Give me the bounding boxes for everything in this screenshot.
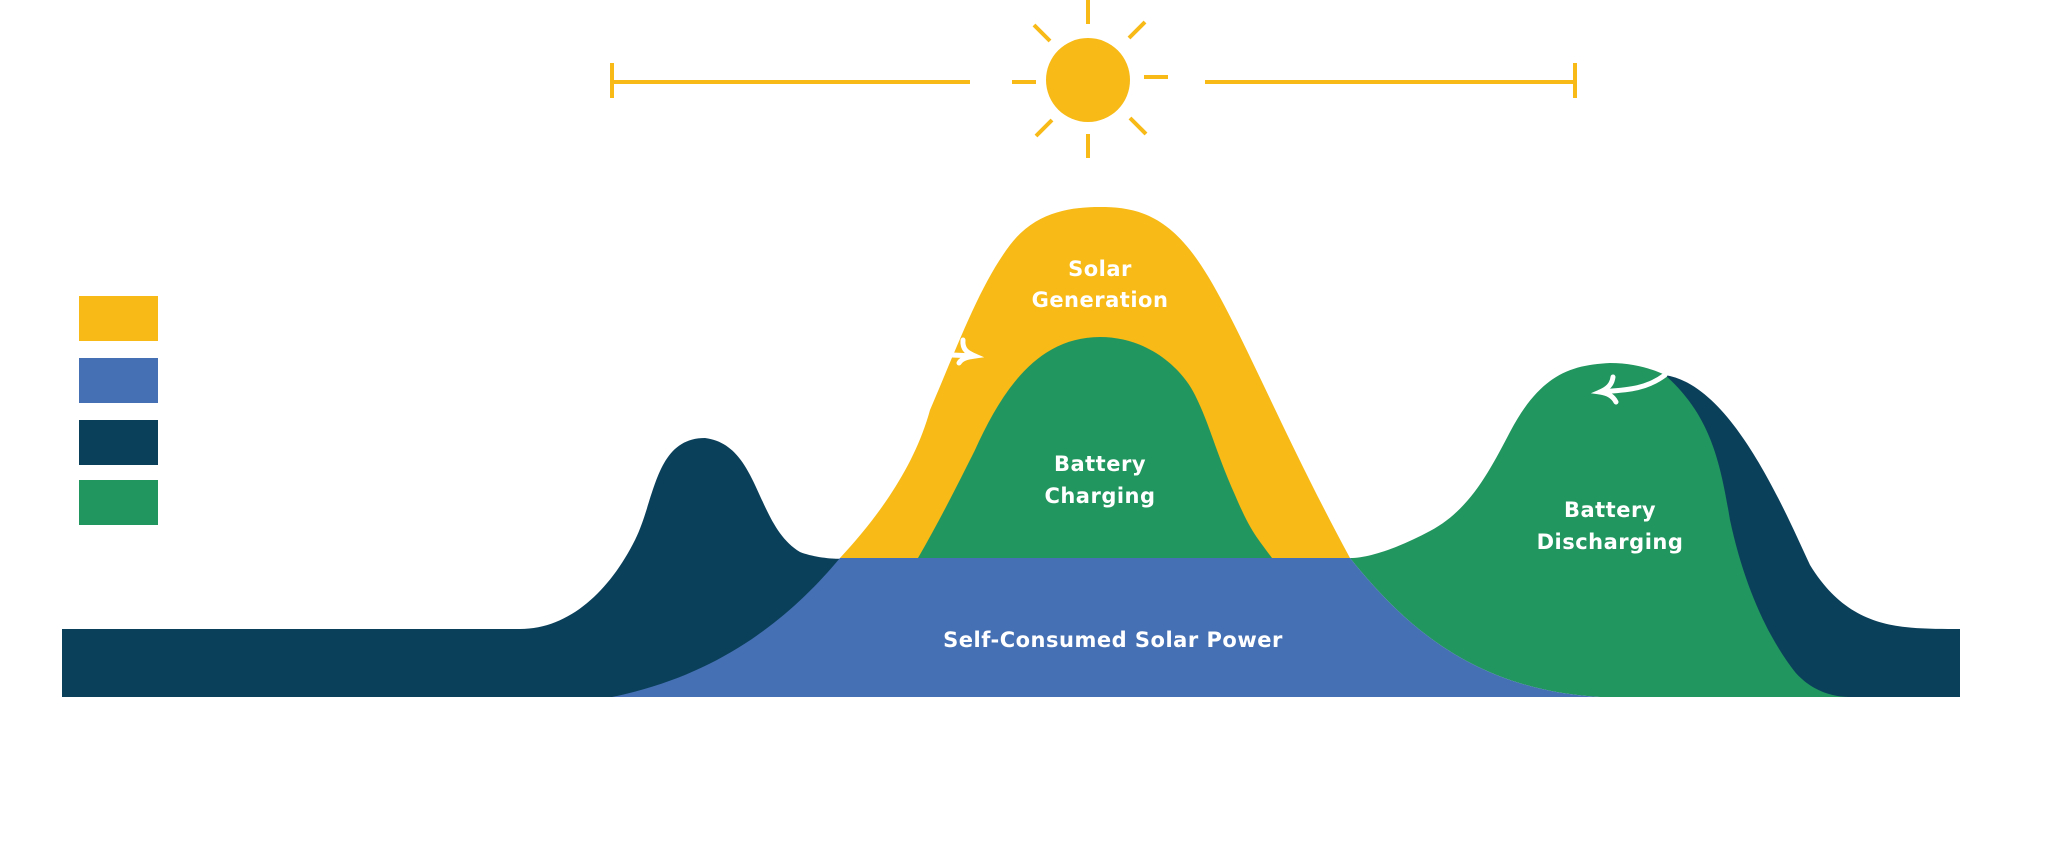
arrow-right-icon [949,337,985,366]
legend-swatch-solar [79,296,158,341]
battery-charging-label-line1: Battery [1054,452,1146,476]
daylight-span-bracket [610,63,1577,98]
sun-icon [1012,0,1168,158]
battery-discharging-label-line1: Battery [1564,498,1656,522]
self-consumed-solar-label: Self-Consumed Solar Power [943,628,1283,652]
battery-discharging-label-line2: Discharging [1537,530,1684,554]
legend-swatch-battery [79,480,158,525]
battery-discharging-area [1350,363,1850,697]
legend-swatch-grid [79,420,158,465]
battery-charging-label-line2: Charging [1044,484,1155,508]
battery-charging-area [918,337,1272,558]
self-consumed-solar-area [612,558,1600,697]
solar-generation-label-line2: Generation [1032,288,1169,312]
grid-power-area-left [62,438,845,697]
legend-swatch-self-consumed [79,358,158,403]
solar-generation-label-line1: Solar [1068,257,1132,281]
arrow-left-icon [1590,372,1668,405]
